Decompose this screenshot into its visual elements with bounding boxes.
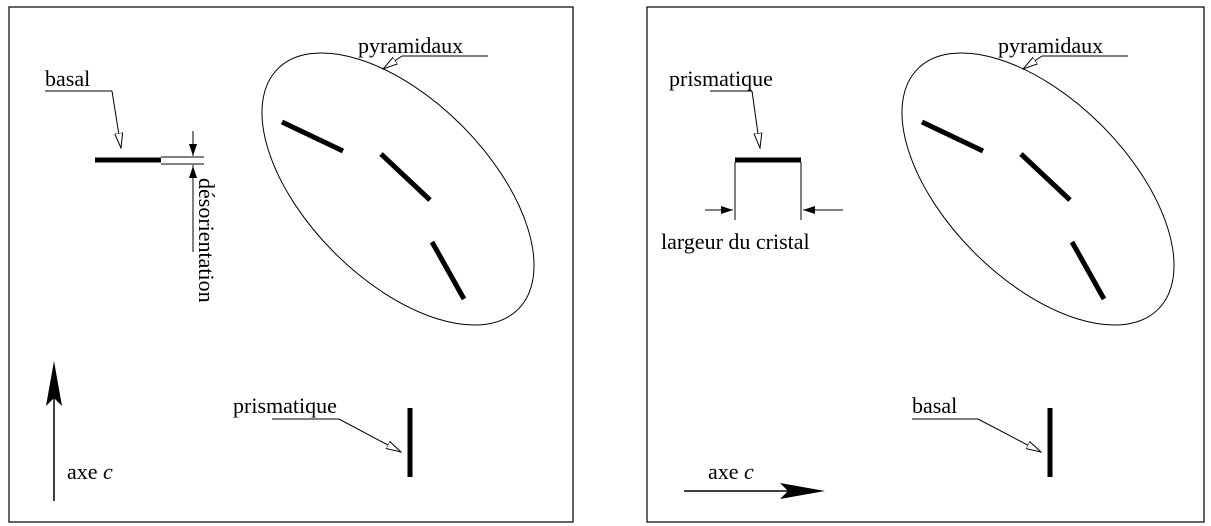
pyramidaux-arrow [383,55,403,69]
label-pyramidaux: pyramidaux [998,33,1103,58]
label-basal: basal [45,66,90,91]
label-desorientation: désorientation [194,178,219,303]
pyramidal-segment [1069,240,1107,301]
axe-label: axe [67,459,98,484]
label-prismatique: prismatique [669,66,773,91]
prismatique-arrow [338,418,401,452]
pyramidal-segment [280,119,345,154]
left-panel: pyramidaux basal désorientation prismati… [8,6,574,523]
right-panel: pyramidaux prismatique largeur du crista… [646,6,1205,523]
right-panel-frame [646,6,1205,523]
left-panel-frame [8,6,574,523]
c-label: c [103,459,113,484]
label-prismatique: prismatique [233,393,337,418]
basal-arrow [111,90,121,148]
c-axis-label: axe c [708,459,754,484]
label-basal: basal [912,393,957,418]
pyramidaux-arrow [1023,55,1043,69]
pyramidal-segment [1019,152,1072,202]
axe-label: axe [708,459,739,484]
pyramidal-segment [429,240,467,301]
pyramidal-ellipse [901,52,1175,326]
c-axis-arrowhead [46,361,62,406]
label-largeur: largeur du cristal [661,229,810,254]
basal-arrow [977,418,1041,452]
c-axis-arrowhead [780,483,825,499]
c-axis-label: axe c [67,459,113,484]
pyramidal-ellipse [261,52,535,326]
c-label: c [744,459,754,484]
prismatique-arrow [751,90,760,148]
label-pyramidaux: pyramidaux [358,33,463,58]
pyramidal-segment [920,119,985,154]
pyramidal-segment [379,152,432,202]
